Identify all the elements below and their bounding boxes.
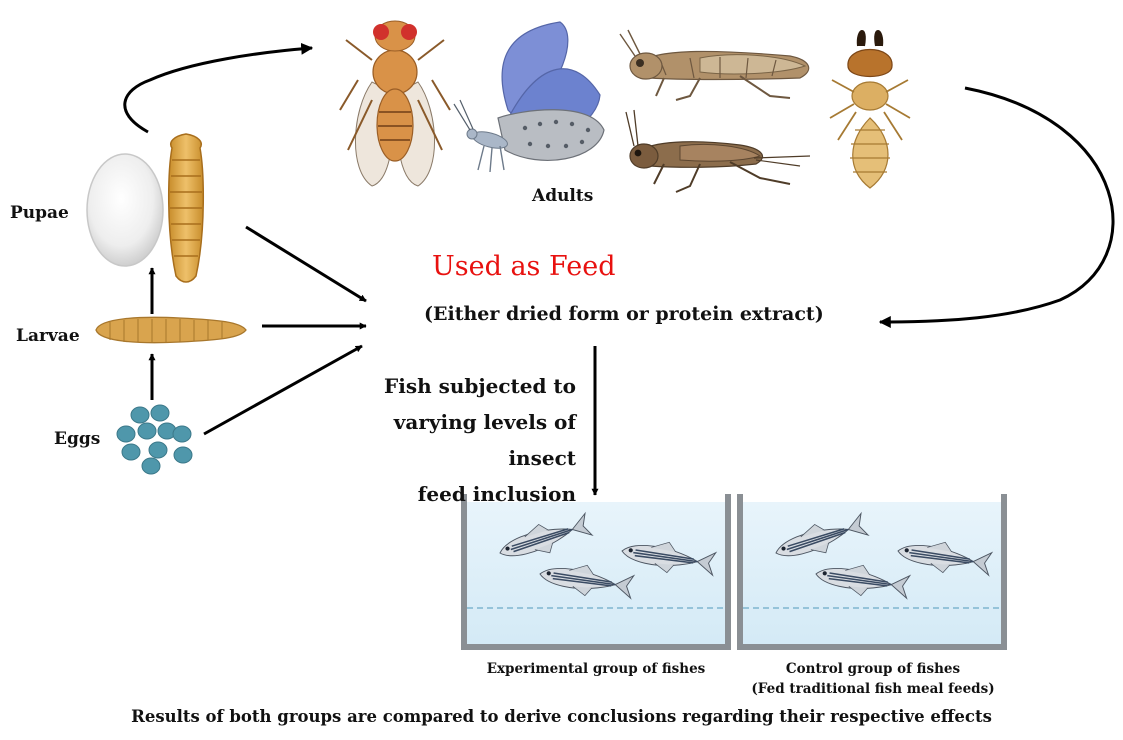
butterfly-icon [454, 22, 604, 172]
fish-text-line1: Fish subjected to [346, 368, 576, 404]
larva-icon [96, 317, 246, 342]
eggs-icon [117, 405, 192, 474]
fish-text-line2: varying levels of insect [346, 404, 576, 476]
feed-subtitle: (Either dried form or protein extract) [424, 303, 824, 325]
fruit-fly-icon [340, 21, 450, 186]
label-larvae: Larvae [16, 326, 80, 346]
arrow-pupae-to-feed [246, 227, 366, 301]
control-tank [737, 494, 1007, 650]
arrow-adults-to-feed [880, 88, 1113, 322]
control-caption: Control group of fishes (Fed traditional… [733, 659, 1013, 699]
experimental-tank [461, 494, 731, 650]
control-caption-line1: Control group of fishes [733, 659, 1013, 679]
termite-icon [830, 31, 910, 188]
label-adults: Adults [532, 186, 593, 206]
fish-treatment-text: Fish subjected to varying levels of inse… [346, 368, 576, 512]
arrow-pupae-to-adults [125, 48, 312, 132]
pupa-cocoon-icon [87, 154, 163, 266]
label-pupae: Pupae [10, 203, 69, 223]
fish-text-line3: feed inclusion [346, 476, 576, 512]
cricket-icon [626, 110, 810, 192]
control-caption-line2: (Fed traditional fish meal feeds) [733, 679, 1013, 699]
feed-title: Used as Feed [432, 251, 616, 282]
pupa-icon [169, 134, 204, 282]
experimental-caption: Experimental group of fishes [461, 659, 731, 679]
locust-icon [620, 30, 809, 100]
conclusion-text: Results of both groups are compared to d… [0, 707, 1123, 726]
arrow-eggs-to-feed [204, 346, 362, 434]
label-eggs: Eggs [54, 429, 100, 449]
